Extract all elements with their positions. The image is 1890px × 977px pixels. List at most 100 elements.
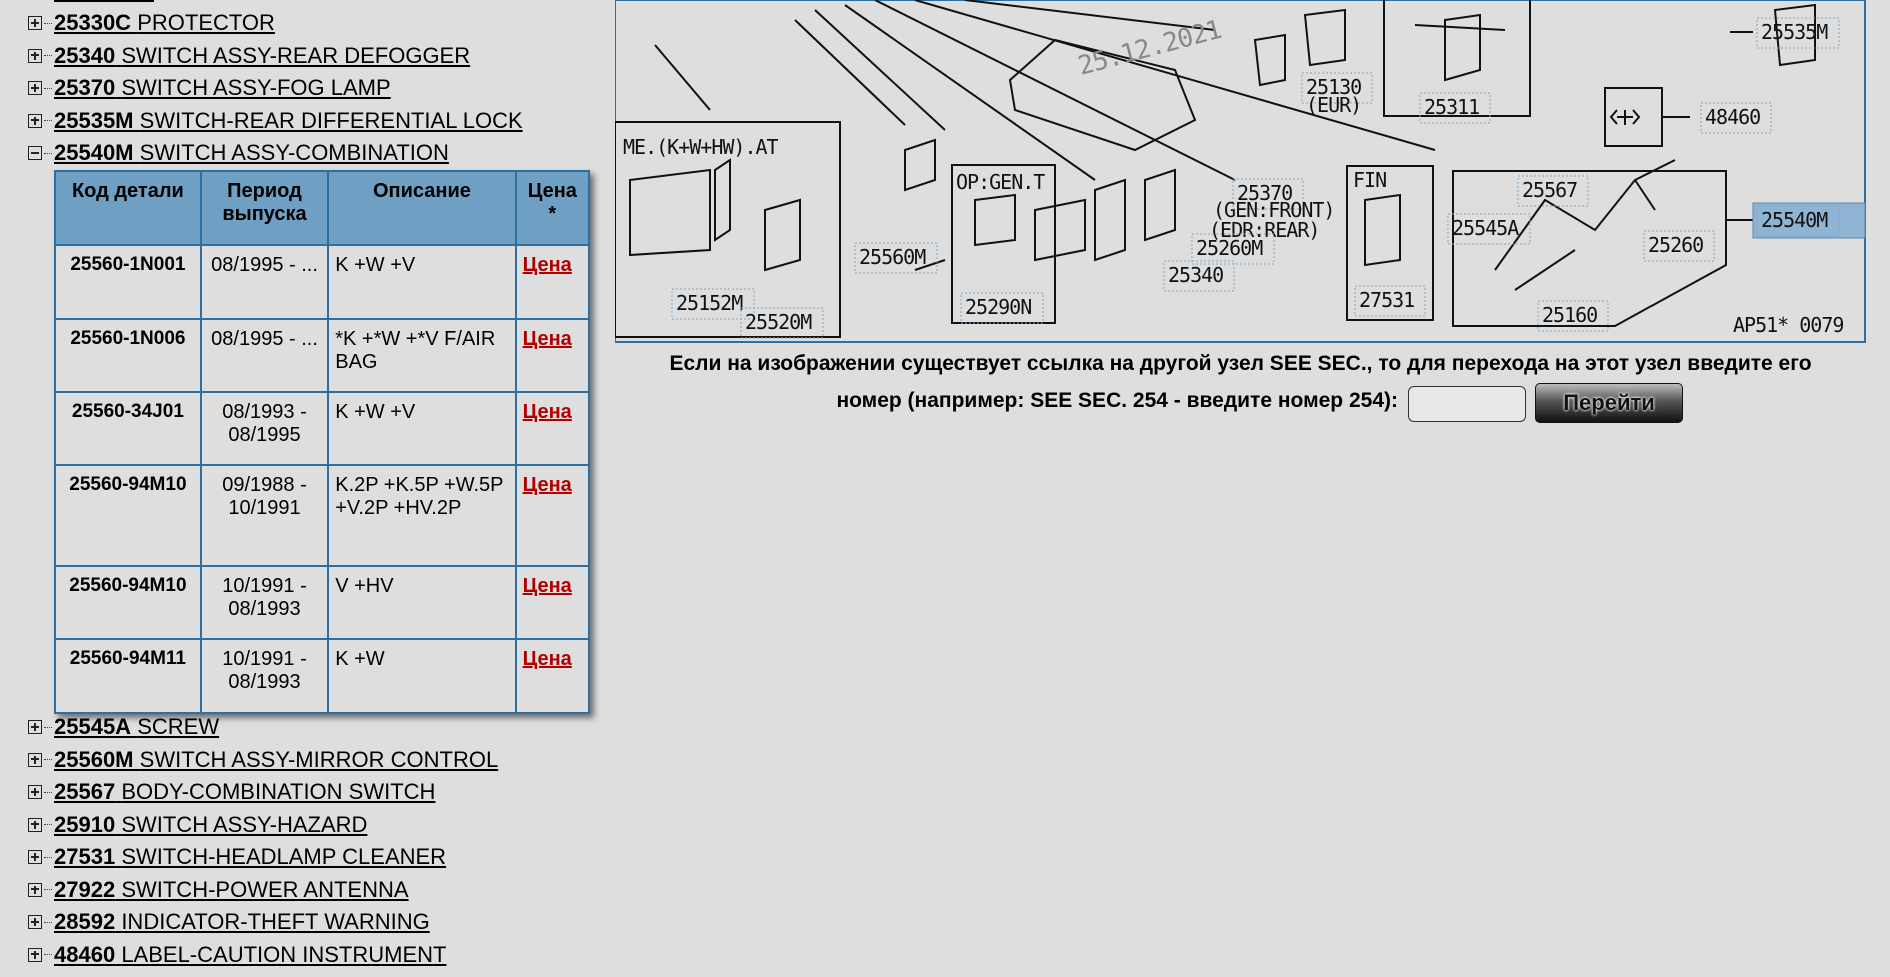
part-link[interactable]: 25540M SWITCH ASSY-COMBINATION [54,140,449,166]
callout-25152m[interactable]: 25152M [676,291,744,315]
section-number-input[interactable] [1408,386,1526,422]
callout-25520m[interactable]: 25520M [745,310,813,334]
part-number: 25560-94M10 [54,565,202,640]
callout-25130[interactable]: 25130 [1306,75,1362,99]
expand-icon[interactable] [28,947,42,962]
price-cell: Цена [514,318,591,393]
part-name: SWITCH-HEADLAMP CLEANER [121,844,447,869]
callout-25567[interactable]: 25567 [1522,178,1578,202]
part-item-25330C[interactable]: 25330C PROTECTOR [28,8,275,38]
part-link[interactable]: 25567 BODY-COMBINATION SWITCH [54,779,435,805]
price-link[interactable]: Цена [522,254,572,276]
callout-25260m[interactable]: 25260M [1196,236,1264,260]
expand-icon[interactable] [28,915,42,929]
callout-25290n[interactable]: 25290N [965,295,1032,319]
expand-icon[interactable] [28,113,42,128]
column-header: Код детали [54,170,202,246]
price-link[interactable]: Цена [522,328,572,350]
price-link[interactable]: Цена [522,648,572,670]
part-link[interactable]: 25330C PROTECTOR [54,10,275,36]
callout-25311[interactable]: 25311 [1424,95,1480,119]
callout-25160[interactable]: 25160 [1542,303,1598,327]
tree-connector [44,954,52,955]
part-link[interactable]: 25535M SWITCH-REAR DIFFERENTIAL LOCK [54,108,523,134]
callout-25340[interactable]: 25340 [1168,263,1224,287]
part-item-25567[interactable]: 25567 BODY-COMBINATION SWITCH [28,777,435,807]
part-item-25535M[interactable]: 25535M SWITCH-REAR DIFFERENTIAL LOCK [28,106,523,136]
part-name: SWITCH ASSY-REAR DEFOGGER [121,42,471,68]
part-link[interactable]: 25370 SWITCH ASSY-FOG LAMP [54,75,391,101]
part-item-25910[interactable]: 25910 SWITCH ASSY-HAZARD [28,810,367,840]
highlight-25540M [1752,202,1866,239]
part-item-28592[interactable]: 28592 INDICATOR-THEFT WARNING [28,907,430,937]
price-link[interactable]: Цена [522,575,572,597]
callout-27531[interactable]: 27531 [1359,288,1415,312]
callout-25545a[interactable]: 25545A [1452,216,1520,240]
part-item-27922[interactable]: 27922 SWITCH-POWER ANTENNA [28,875,409,905]
part-name: PROTECTOR [137,10,275,35]
part-link[interactable]: 25340 SWITCH ASSY-REAR DEFOGGER [54,43,470,69]
description: K +W [327,638,517,714]
price-cell: Цена [514,244,591,320]
expand-icon[interactable] [28,785,42,799]
part-item-25560M[interactable]: 25560M SWITCH ASSY-MIRROR CONTROL [28,745,498,775]
part-link[interactable]: 28592 INDICATOR-THEFT WARNING [54,909,430,935]
part-name: SWITCH ASSY-COMBINATION [139,140,449,165]
part-link[interactable]: 27922 SWITCH-POWER ANTENNA [54,877,409,903]
expand-icon[interactable] [28,850,42,864]
part-link[interactable]: 25560M SWITCH ASSY-MIRROR CONTROL [54,747,498,773]
expand-icon[interactable] [28,720,42,734]
callout-25260[interactable]: 25260 [1648,233,1704,257]
part-item-48460[interactable]: 48460 LABEL-CAUTION INSTRUMENT [28,940,446,970]
part-item-25340[interactable]: 25340 SWITCH ASSY-REAR DEFOGGER [28,41,470,71]
price-link[interactable]: Цена [522,474,572,496]
expand-icon[interactable] [28,882,42,897]
part-link[interactable]: 27531 SWITCH-HEADLAMP CLEANER [54,844,446,870]
callout-box [1447,213,1531,245]
column-header: Описание [327,170,517,246]
part-item-25370[interactable]: 25370 SWITCH ASSY-FOG LAMP [28,73,391,103]
part-link[interactable]: 48460 LABEL-CAUTION INSTRUMENT [54,942,446,968]
part-number: 25560-34J01 [54,391,202,466]
expand-icon[interactable] [28,48,42,63]
callout-25540m[interactable]: 25540M [1761,208,1829,232]
expand-icon[interactable] [28,16,42,30]
part-code: 25535M [54,107,134,133]
part-item-25540M[interactable]: 25540M SWITCH ASSY-COMBINATION [28,138,449,168]
callout-box [1537,300,1609,332]
callout-box [1700,102,1772,134]
part-name: INDICATOR-THEFT WARNING [121,909,430,934]
callout-25535m[interactable]: 25535M [1761,20,1829,44]
expand-icon[interactable] [28,81,42,95]
callout-48460[interactable]: 48460 [1705,105,1761,129]
price-link[interactable]: Цена [522,401,572,423]
part-code: 25560M [54,746,134,772]
callout-box [1301,72,1373,104]
description: K +W +V [327,391,517,466]
callout-box [1643,230,1715,262]
price-cell: Цена [514,464,591,567]
part-name: SWITCH ASSY-HAZARD [121,811,368,837]
part-name: SWITCH ASSY-FOG LAMP [121,75,391,100]
expand-icon[interactable] [28,752,42,767]
callout-box [1163,260,1235,292]
collapse-icon[interactable] [28,146,42,160]
part-item-27531[interactable]: 27531 SWITCH-HEADLAMP CLEANER [28,842,446,872]
part-link[interactable]: 25545A SCREW [54,714,219,740]
part-link[interactable]: 25910 SWITCH ASSY-HAZARD [54,812,367,838]
production-period: 10/1991 - 08/1993 [199,565,330,640]
description: *K +*W +*V F/AIR BAG [327,318,517,393]
callout-box [740,307,824,339]
callout-25370[interactable]: 25370 [1237,181,1293,205]
callout--gen-front-: (GEN:FRONT) [1213,198,1334,222]
expand-icon[interactable] [28,817,42,832]
part-code: 25567 [54,779,116,804]
instruction-line-2: номер (например: SEE SEC. 254 - введите … [836,389,1398,412]
callout-box [1756,205,1840,237]
go-button[interactable]: Перейти [1535,383,1683,423]
callout-25560m[interactable]: 25560M [859,245,927,269]
part-item-25545A[interactable]: 25545A SCREW [28,712,219,742]
